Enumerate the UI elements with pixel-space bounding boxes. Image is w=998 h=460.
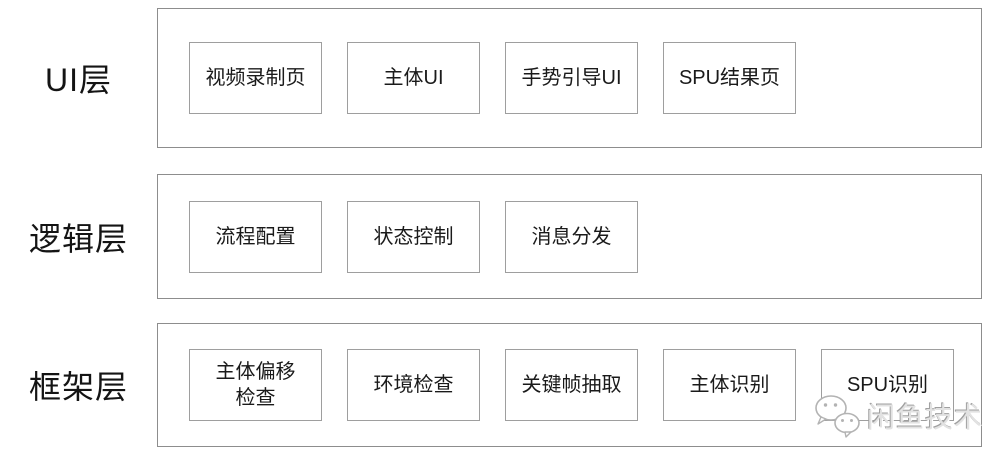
module-spu-result-page: SPU结果页	[663, 42, 796, 114]
module-main-ui: 主体UI	[347, 42, 480, 114]
layer-container-ui: 视频录制页 主体UI 手势引导UI SPU结果页	[157, 8, 982, 148]
layer-container-logic: 流程配置 状态控制 消息分发	[157, 174, 982, 299]
module-subject-recognition: 主体识别	[663, 349, 796, 421]
layer-label-ui: UI层	[44, 62, 112, 98]
module-state-control: 状态控制	[347, 200, 480, 273]
module-environment-check: 环境检查	[347, 349, 480, 421]
module-gesture-guide-ui: 手势引导UI	[505, 42, 638, 114]
module-video-record-page: 视频录制页	[189, 42, 322, 114]
module-message-dispatch: 消息分发	[505, 200, 638, 273]
module-flow-config: 流程配置	[189, 200, 322, 273]
module-keyframe-extract: 关键帧抽取	[505, 349, 638, 421]
module-subject-offset-check: 主体偏移 检查	[189, 349, 322, 421]
layer-label-logic: 逻辑层	[28, 220, 128, 257]
layer-label-framework: 框架层	[28, 369, 128, 405]
layer-container-framework: 主体偏移 检查 环境检查 关键帧抽取 主体识别 SPU识别	[157, 323, 982, 447]
module-spu-recognition: SPU识别	[821, 349, 954, 421]
